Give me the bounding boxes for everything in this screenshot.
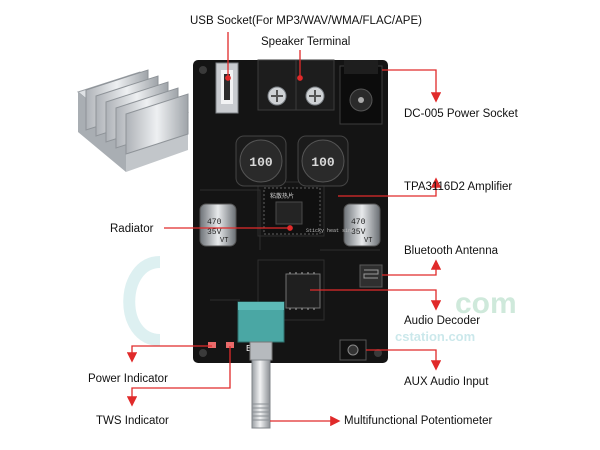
led-indicators — [208, 342, 234, 348]
label-usb-socket: USB Socket(For MP3/WAV/WMA/FLAC/APE) — [190, 15, 422, 27]
watermark: com cstation.com — [123, 256, 517, 346]
pointer-amp — [338, 177, 442, 197]
pointer-dc — [382, 69, 442, 103]
bluetooth-antenna — [359, 264, 383, 288]
label-audio-decoder: Audio Decoder — [404, 315, 480, 327]
label-power-indicator: Power Indicator — [88, 373, 168, 385]
watermark-main: com — [455, 287, 517, 320]
inductor-right: 100 — [297, 135, 349, 187]
svg-text:470: 470 — [351, 218, 366, 227]
label-bluetooth-antenna: Bluetooth Antenna — [404, 245, 499, 257]
svg-text:Sticky heat sink: Sticky heat sink — [306, 228, 354, 234]
pointer-power — [126, 345, 212, 363]
label-aux-audio-input: AUX Audio Input — [404, 376, 489, 388]
heatsink — [76, 69, 190, 172]
svg-text:VT: VT — [220, 237, 228, 245]
pointer-aux — [366, 349, 442, 371]
inductor-right-marking: 100 — [311, 155, 335, 170]
pointer-bt — [382, 259, 442, 276]
label-amplifier: TPA3116D2 Amplifier — [404, 181, 512, 193]
label-radiator: Radiator — [110, 223, 154, 235]
svg-text:粘散热片: 粘散热片 — [270, 192, 294, 200]
usb-socket — [215, 62, 239, 114]
aux-input-jack — [339, 339, 367, 361]
pointer-tws — [126, 346, 231, 407]
svg-text:35V: 35V — [351, 228, 366, 237]
capacitor-left: 470 35V VT — [199, 203, 237, 247]
speaker-terminal — [257, 59, 335, 111]
dc-power-socket — [339, 60, 383, 125]
label-dc-power-socket: DC-005 Power Socket — [404, 108, 519, 120]
potentiometer: B10K — [237, 301, 285, 429]
inductor-left-marking: 100 — [249, 155, 273, 170]
audio-decoder-chip — [285, 272, 321, 310]
pointer-lines — [126, 32, 442, 427]
svg-text:470: 470 — [207, 218, 222, 227]
svg-text:35V: 35V — [207, 228, 222, 237]
label-speaker-terminal: Speaker Terminal — [261, 36, 350, 48]
label-potentiometer: Multifunctional Potentiometer — [344, 415, 492, 427]
inductor-left: 100 — [235, 135, 287, 187]
capacitor-right: 470 35V VT — [343, 203, 381, 247]
watermark-sub: cstation.com — [395, 329, 475, 344]
pointer-decoder — [310, 289, 442, 311]
svg-text:VT: VT — [364, 237, 372, 245]
label-tws-indicator: TWS Indicator — [96, 415, 169, 427]
